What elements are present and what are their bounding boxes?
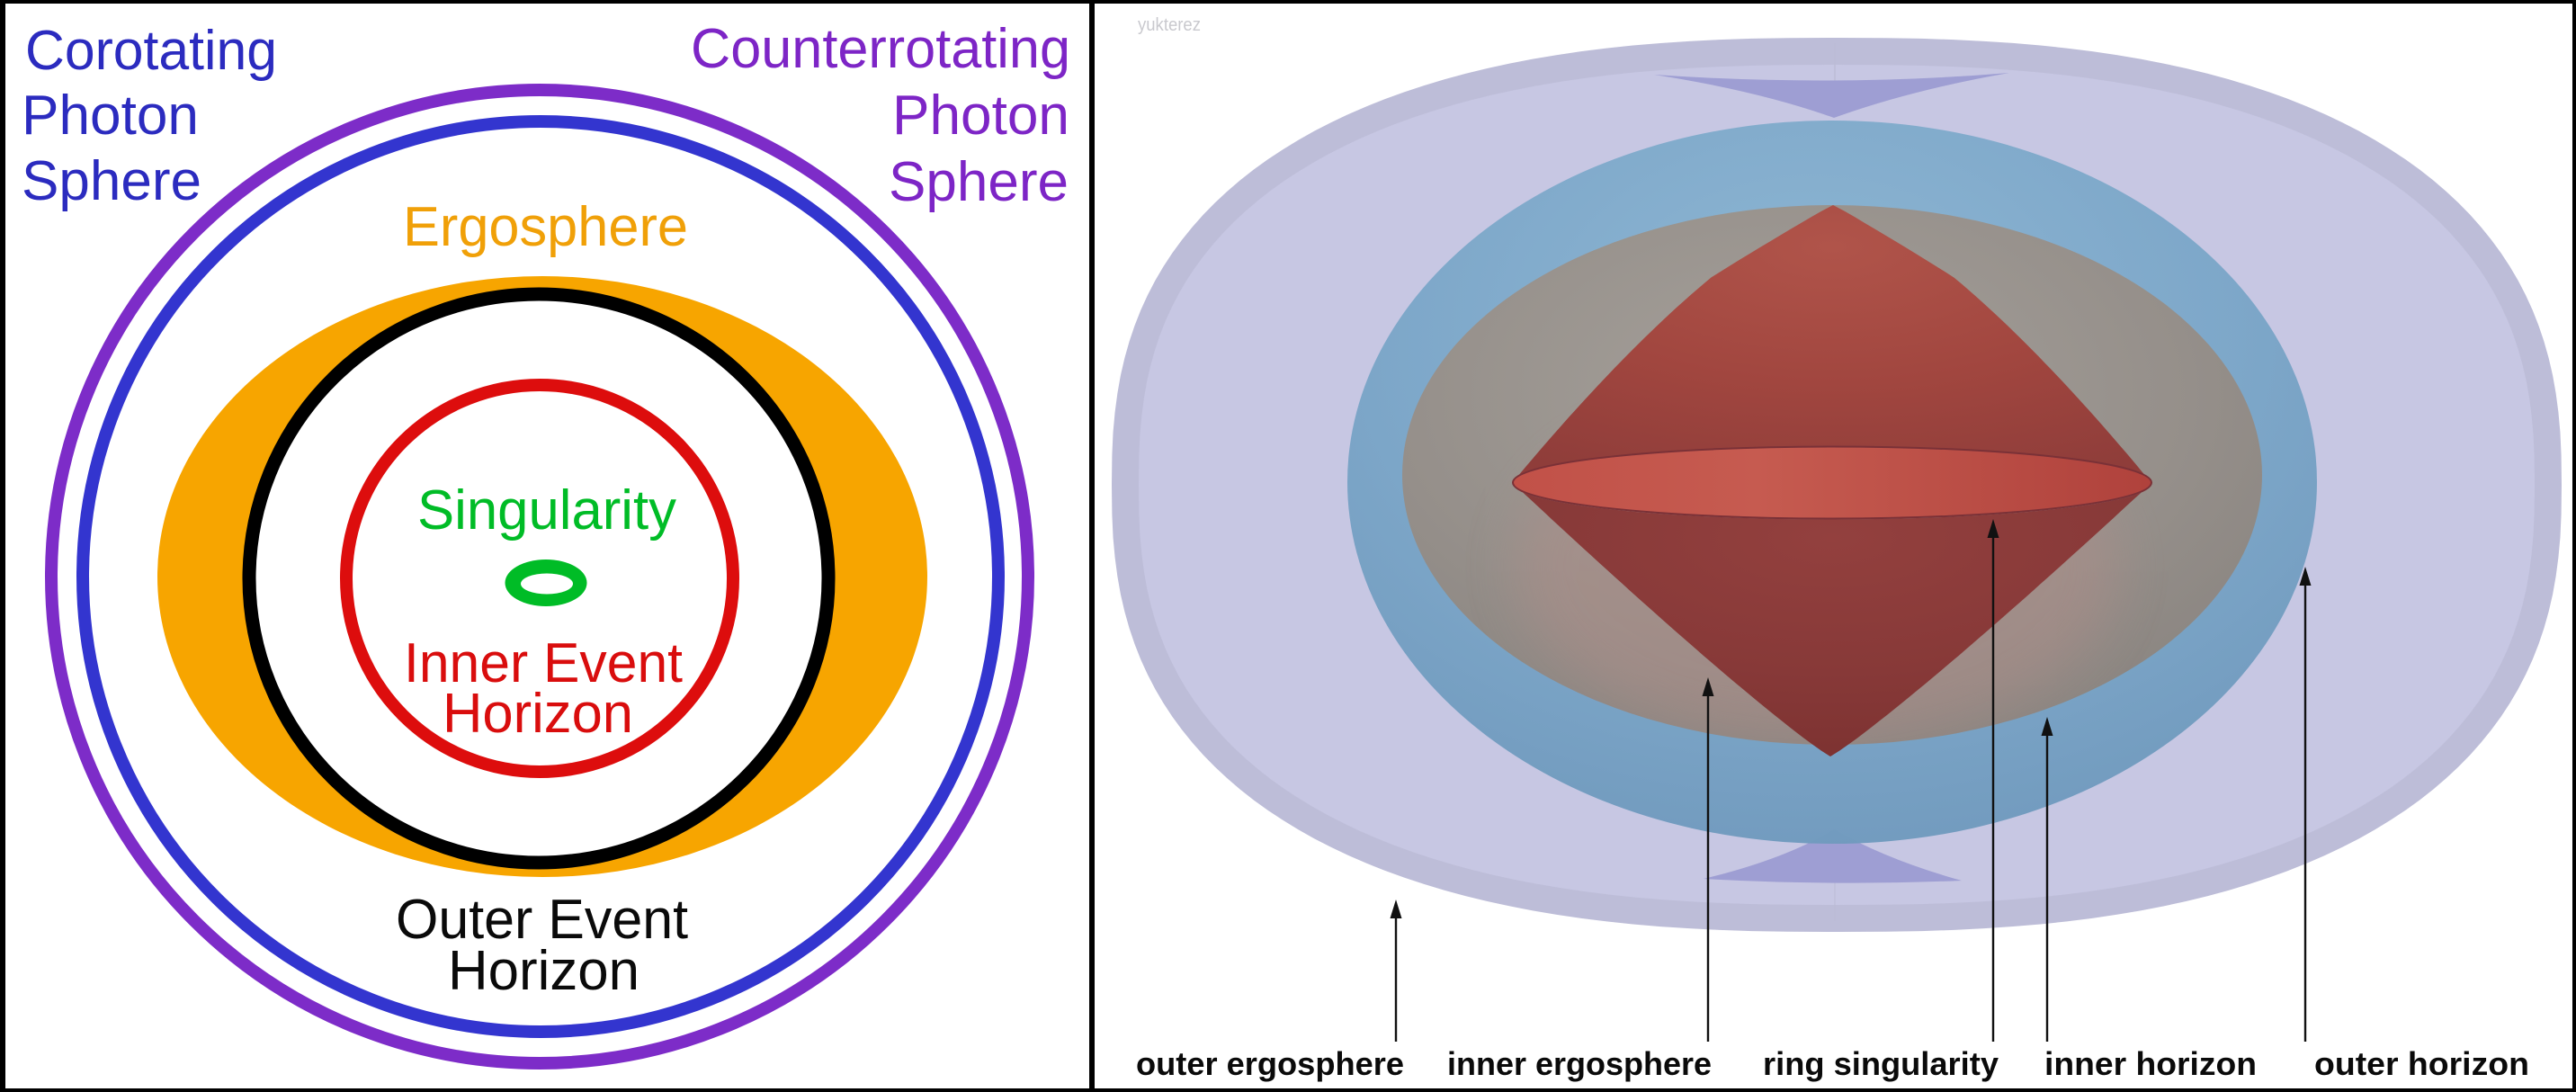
svg-text:Photon: Photon <box>892 85 1069 147</box>
svg-text:outer ergosphere: outer ergosphere <box>1136 1045 1404 1082</box>
svg-text:Singularity: Singularity <box>417 479 676 542</box>
svg-text:Inner Event: Inner Event <box>404 632 683 694</box>
svg-text:Counterrotating: Counterrotating <box>691 18 1070 80</box>
svg-text:Corotating: Corotating <box>25 20 277 82</box>
svg-text:yukterez: yukterez <box>1138 15 1201 35</box>
svg-text:outer horizon: outer horizon <box>2314 1045 2529 1082</box>
svg-text:Photon: Photon <box>22 85 199 147</box>
svg-text:inner horizon: inner horizon <box>2044 1045 2257 1082</box>
svg-text:Ergosphere: Ergosphere <box>403 196 688 258</box>
svg-text:Horizon: Horizon <box>448 940 640 1002</box>
svg-text:inner ergosphere: inner ergosphere <box>1447 1045 1712 1082</box>
svg-text:Sphere: Sphere <box>22 150 201 212</box>
svg-text:Horizon: Horizon <box>443 683 633 745</box>
svg-text:Sphere: Sphere <box>889 151 1069 213</box>
svg-text:Outer Event: Outer Event <box>396 889 688 951</box>
svg-text:ring singularity: ring singularity <box>1763 1045 1999 1082</box>
